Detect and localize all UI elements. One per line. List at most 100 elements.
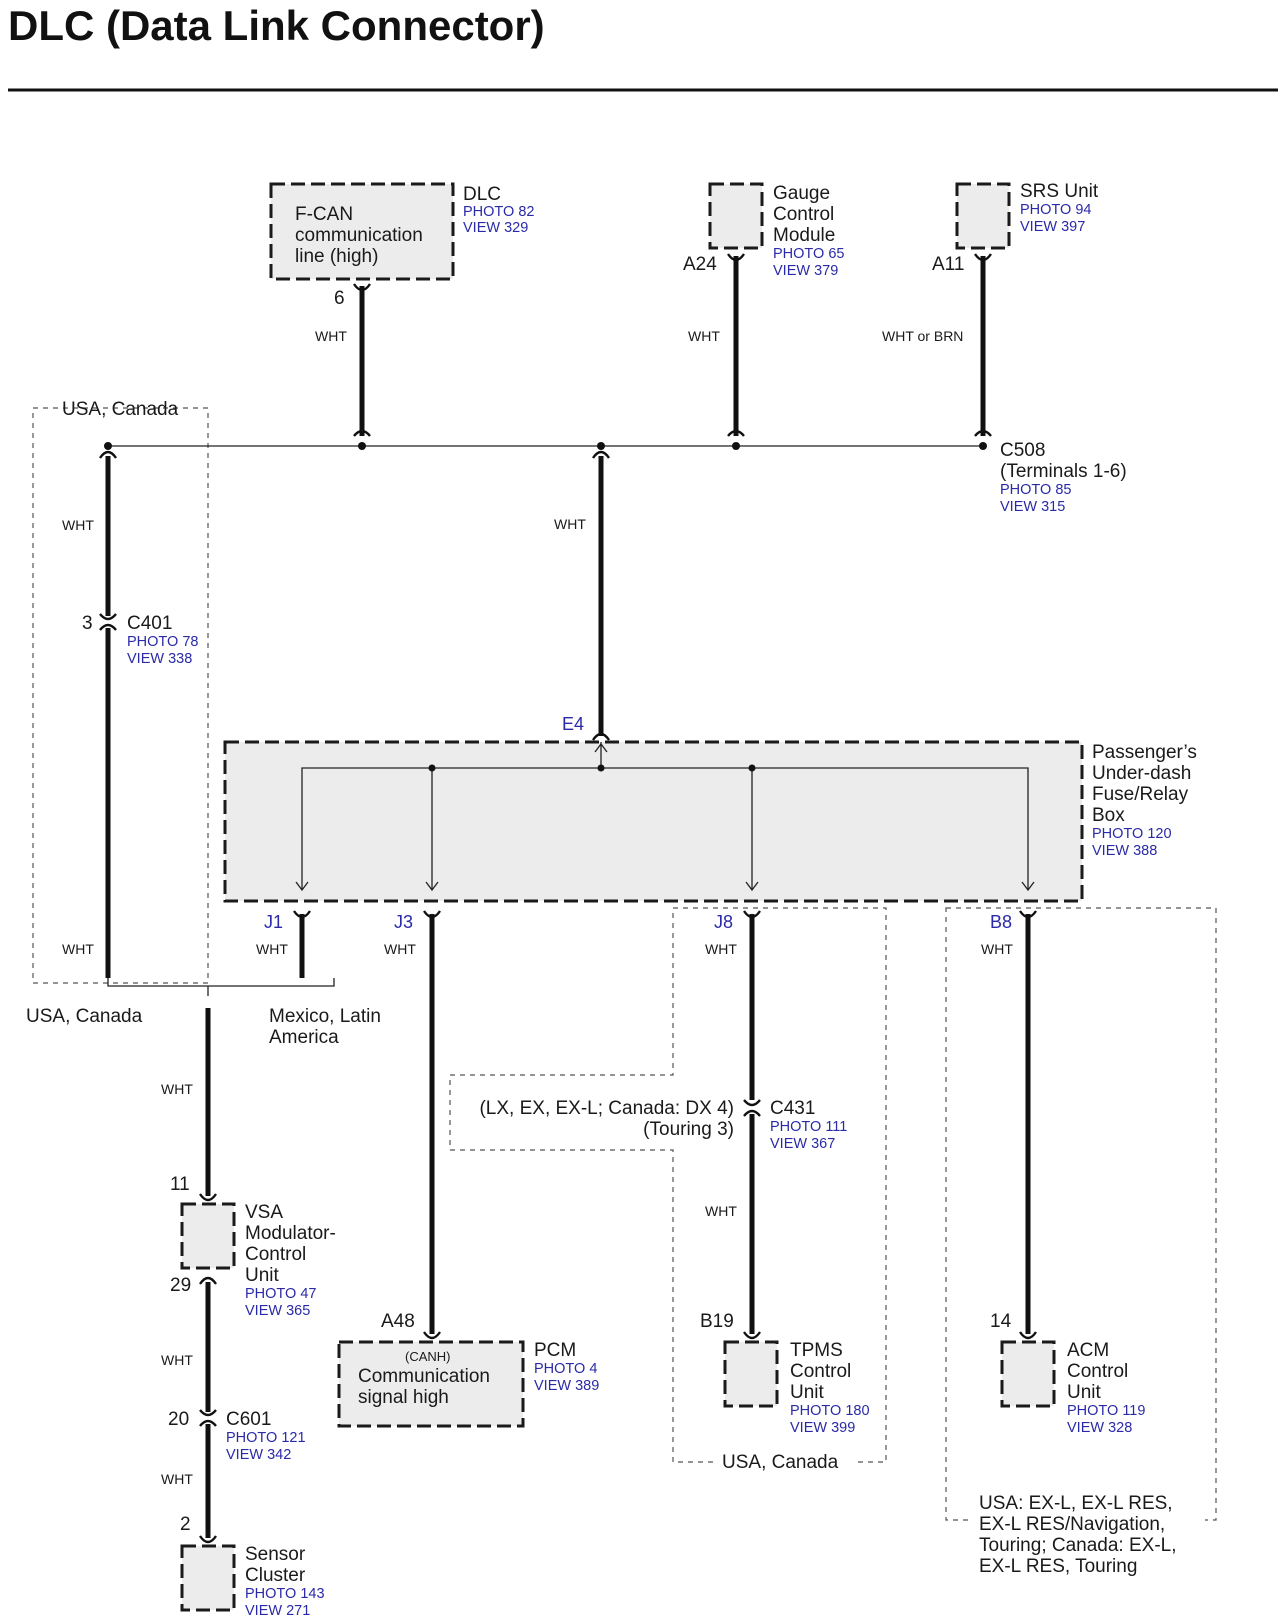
c401-wire-bottom: WHT <box>62 941 94 957</box>
bus-dot-3 <box>597 442 605 450</box>
acm-note-1: USA: EX-L, EX-L RES, <box>979 1493 1173 1514</box>
tpms-name-1: TPMS <box>790 1340 843 1361</box>
c401-cup-b <box>99 623 117 631</box>
c401-cup-a <box>99 613 117 621</box>
region-acm-note-bg <box>970 1490 1205 1586</box>
c508-sub: (Terminals 1-6) <box>1000 461 1127 482</box>
region-label-usa-canada-left: USA, Canada <box>26 1006 143 1027</box>
tpms-photo: PHOTO 180 <box>790 1403 870 1419</box>
output-j1-wire: WHT <box>256 941 288 957</box>
fusebox-name-4: Box <box>1092 805 1125 826</box>
bus-dot-5 <box>979 442 987 450</box>
gauge-name-2: Control <box>773 204 834 225</box>
cup-vsa-out <box>199 1276 217 1285</box>
option-bracket <box>107 978 335 987</box>
vsa-name-4: Unit <box>245 1265 280 1286</box>
cup-e4 <box>592 732 610 741</box>
tpms-name-3: Unit <box>790 1382 825 1403</box>
region-acm <box>945 907 1217 1521</box>
region-label-usa-canada-top: USA, Canada <box>62 399 179 420</box>
acm-name-3: Unit <box>1067 1382 1102 1403</box>
c601-name: C601 <box>226 1409 271 1430</box>
pcm-name: PCM <box>534 1340 576 1361</box>
cup-dlc-bot <box>353 429 371 437</box>
cup-gauge-top <box>727 253 745 262</box>
region-usa-canada-top <box>32 407 209 984</box>
fusebox-view: VIEW 388 <box>1092 843 1157 859</box>
srs-view: VIEW 397 <box>1020 219 1085 235</box>
acm-note-3: Touring; Canada: EX-L, <box>979 1535 1177 1556</box>
dlc-inner-1: F-CAN <box>295 204 353 225</box>
output-j3-pin: J3 <box>394 912 413 932</box>
c401-name: C401 <box>127 613 172 634</box>
dlc-box <box>269 182 455 281</box>
cup-acm <box>1019 1331 1037 1340</box>
fusebox-internal-bus <box>301 767 1029 890</box>
c431-cup-b <box>743 1109 761 1117</box>
fusebox-name-1: Passenger’s <box>1092 742 1197 763</box>
output-b8-pin: B8 <box>990 912 1012 932</box>
sensor-box <box>180 1544 236 1612</box>
region-label-mexico-2: America <box>269 1027 339 1048</box>
c401-pin: 3 <box>82 613 93 634</box>
pcm-view: VIEW 389 <box>534 1378 599 1394</box>
vsa-pin-in: 11 <box>170 1174 190 1195</box>
acm-view: VIEW 328 <box>1067 1420 1132 1436</box>
arrow-j1 <box>295 881 309 892</box>
dlc-pin: 6 <box>334 288 345 309</box>
tpms-box <box>723 1340 779 1408</box>
vsa-pin-out: 29 <box>170 1275 191 1296</box>
gauge-pin: A24 <box>683 254 717 275</box>
fusebox-name-3: Fuse/Relay <box>1092 784 1189 805</box>
cup-pcm <box>423 1331 441 1340</box>
output-j3-wire: WHT <box>384 941 416 957</box>
arrow-e4 <box>594 742 608 753</box>
vsa-name-3: Control <box>245 1244 306 1265</box>
pcm-pin: A48 <box>381 1311 415 1332</box>
c431-cup-a <box>743 1099 761 1107</box>
vsa-view: VIEW 365 <box>245 1303 310 1319</box>
pcm-photo: PHOTO 4 <box>534 1361 597 1377</box>
dlc-view: VIEW 329 <box>463 220 528 236</box>
acm-note-4: EX-L RES, Touring <box>979 1556 1137 1577</box>
pcm-inner-2: signal high <box>358 1387 449 1408</box>
srs-name: SRS Unit <box>1020 181 1099 202</box>
fusebox-name-2: Under-dash <box>1092 763 1191 784</box>
c508-name: C508 <box>1000 440 1045 461</box>
sensor-photo: PHOTO 143 <box>245 1586 325 1602</box>
acm-photo: PHOTO 119 <box>1067 1403 1145 1419</box>
arrow-b8 <box>1021 881 1035 892</box>
gauge-view: VIEW 379 <box>773 263 838 279</box>
c431-note-1: (LX, EX, EX-L; Canada: DX 4) <box>479 1098 734 1119</box>
sensor-pin: 2 <box>180 1514 191 1535</box>
cup-sensor <box>199 1535 217 1544</box>
c431-wire: WHT <box>705 1203 737 1219</box>
tpms-name-2: Control <box>790 1361 851 1382</box>
page-title: DLC (Data Link Connector) <box>8 2 545 49</box>
fusebox-box <box>223 740 1084 903</box>
c401-photo: PHOTO 78 <box>127 634 198 650</box>
arrow-j3 <box>425 881 439 892</box>
vsa-box <box>180 1202 236 1270</box>
fusebox-input-pin: E4 <box>562 714 584 734</box>
fusebox-photo: PHOTO 120 <box>1092 826 1172 842</box>
pcm-tag: (CANH) <box>405 1349 451 1364</box>
c601-photo: PHOTO 121 <box>226 1430 306 1446</box>
pcm-inner-1: Communication <box>358 1366 490 1387</box>
fusebox-dot-3 <box>748 764 756 772</box>
gauge-photo: PHOTO 65 <box>773 246 844 262</box>
c431-note-2: (Touring 3) <box>643 1119 734 1140</box>
dlc-name: DLC <box>463 184 501 205</box>
c508-view: VIEW 315 <box>1000 499 1065 515</box>
vsa-wire-out: WHT <box>161 1352 193 1368</box>
dlc-inner-2: communication <box>295 225 423 246</box>
gauge-box <box>708 182 764 250</box>
cup-vsa-in <box>199 1193 217 1202</box>
c601-cup-a <box>199 1409 217 1417</box>
fusebox-dot-1 <box>428 764 436 772</box>
c431-photo: PHOTO 111 <box>770 1119 847 1135</box>
region-tpms <box>449 907 887 1463</box>
bus-dot-1 <box>104 442 112 450</box>
c601-cup-b <box>199 1419 217 1427</box>
